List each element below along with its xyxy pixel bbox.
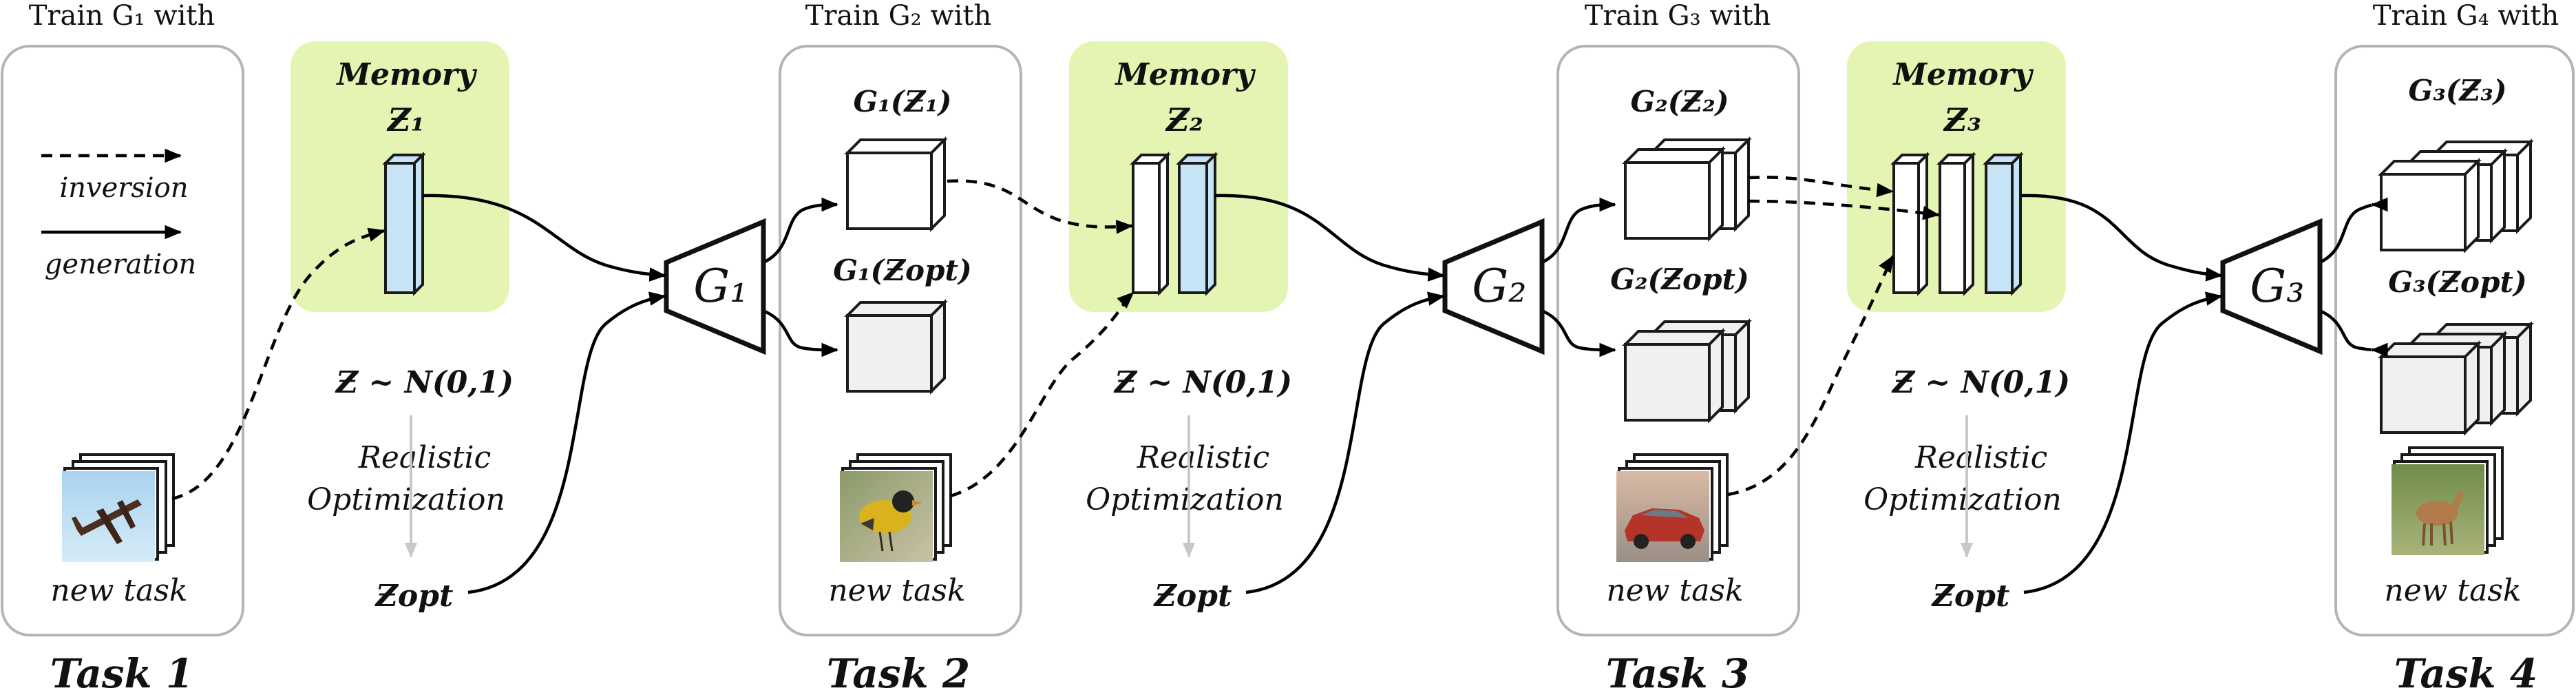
task1-image-stack xyxy=(62,453,175,562)
latent-vector xyxy=(1890,152,1930,296)
task3-output-opt-label: G₂(Ƶopt) xyxy=(1610,262,1749,296)
generated-sample-replay-stack xyxy=(2378,138,2534,253)
task3-image-stack xyxy=(1616,453,1729,562)
inversion-arrow-task3 xyxy=(1727,255,1894,497)
prior-label: Ƶ ~ N(0,1) xyxy=(335,365,514,400)
generation-arrow-memory2 xyxy=(1214,194,1446,282)
generation-arrow-zopt1 xyxy=(467,291,667,594)
latent-vector xyxy=(1983,152,2024,296)
latent-vector xyxy=(1130,152,1171,296)
sampling-1: Ƶ ~ N(0,1) Realistic Optimization Ƶopt xyxy=(307,365,514,614)
task4-output-opt-label: G₃(Ƶopt) xyxy=(2388,265,2526,299)
z-opt-label: Ƶopt xyxy=(1931,579,2010,614)
memory1-symbol: Ƶ₁ xyxy=(386,101,425,138)
inversion-arrow-replay3b xyxy=(1748,199,1941,220)
generator-g1-label: G₁ xyxy=(693,260,748,313)
inversion-arrow-task1 xyxy=(171,227,386,501)
memory2-vectors xyxy=(1130,152,1218,296)
car-image xyxy=(1616,471,1709,562)
task2-header: Train G₂ with xyxy=(805,0,992,32)
task2-output-replay-label: G₁(Ƶ₁) xyxy=(853,85,951,118)
optimization-label-line2: Optimization xyxy=(1086,482,1284,517)
memory1-title: Memory xyxy=(335,57,478,92)
inversion-arrow-task2 xyxy=(950,291,1134,498)
deer-image xyxy=(2392,464,2484,555)
generated-sample-replay xyxy=(844,136,948,232)
task4-output-replay-label: G₃(Ƶ₃) xyxy=(2408,74,2506,107)
generated-sample-optimized xyxy=(844,299,948,395)
optimization-label-line2: Optimization xyxy=(1864,482,2062,517)
inversion-arrow-replay2 xyxy=(947,179,1134,234)
optimization-label-line2: Optimization xyxy=(307,482,505,517)
memory3-vectors xyxy=(1890,152,2024,296)
z-opt-label: Ƶopt xyxy=(374,579,454,614)
task1-new-task-label: new task xyxy=(50,573,187,608)
bird-image xyxy=(840,471,933,562)
task3-output-replay-label: G₂(Ƶ₂) xyxy=(1630,85,1729,118)
generation-arrow-memory1 xyxy=(422,194,667,282)
legend-generation-label: generation xyxy=(45,249,196,280)
latent-vector xyxy=(1176,152,1218,296)
generation-arrow-zopt2 xyxy=(1245,291,1446,594)
legend-inversion-label: inversion xyxy=(59,172,188,204)
optimization-label-line1: Realistic xyxy=(1137,440,1270,475)
task2-output-opt-label: G₁(Ƶopt) xyxy=(833,253,971,287)
generated-sample-optimized-stack xyxy=(1622,318,1752,424)
task3-label: Task 3 xyxy=(1606,650,1750,695)
prior-label: Ƶ ~ N(0,1) xyxy=(1113,365,1292,400)
task4-header: Train G₄ with xyxy=(2373,0,2559,32)
task2-label: Task 2 xyxy=(827,650,971,695)
memory1-vectors xyxy=(382,152,426,296)
memory2-symbol: Ƶ₂ xyxy=(1165,101,1203,138)
generated-sample-optimized-stack xyxy=(2378,321,2534,436)
generator-g3-label: G₃ xyxy=(2250,260,2304,313)
latent-vector xyxy=(382,152,426,296)
task3-new-task-label: new task xyxy=(1606,573,1743,608)
generation-arrow-g1-opt xyxy=(764,309,839,357)
generation-arrow-g1-replay xyxy=(763,197,839,264)
airplane-image xyxy=(62,471,155,562)
task4-new-task-label: new task xyxy=(2384,573,2521,608)
latent-vector xyxy=(1936,152,1976,296)
generation-arrow-memory3 xyxy=(2020,194,2224,282)
task3-header: Train G₃ with xyxy=(1585,0,1771,32)
optimization-label-line1: Realistic xyxy=(358,440,492,475)
inversion-arrow-replay3a xyxy=(1748,176,1894,198)
legend: inversion generation xyxy=(41,148,196,280)
sampling-3: Ƶ ~ N(0,1) Realistic Optimization Ƶopt xyxy=(1864,365,2070,614)
generation-arrow-g2-opt xyxy=(1542,309,1617,357)
generation-arrow-g2-replay xyxy=(1542,197,1617,263)
optimization-label-line1: Realistic xyxy=(1914,440,2048,475)
memory3-title: Memory xyxy=(1892,57,2034,92)
generation-arrow-zopt3 xyxy=(2023,291,2224,594)
memory2-title: Memory xyxy=(1114,57,1256,92)
task2-new-task-label: new task xyxy=(828,573,965,608)
memory3-symbol: Ƶ₃ xyxy=(1943,101,1981,138)
task4-image-stack xyxy=(2392,446,2504,555)
sampling-2: Ƶ ~ N(0,1) Realistic Optimization Ƶopt xyxy=(1086,365,1292,614)
task2-image-stack xyxy=(840,453,952,562)
task1-label: Task 1 xyxy=(50,650,194,695)
generated-sample-replay-stack xyxy=(1622,136,1752,242)
z-opt-label: Ƶopt xyxy=(1153,579,1232,614)
task4-label: Task 4 xyxy=(2394,650,2538,695)
prior-label: Ƶ ~ N(0,1) xyxy=(1891,365,2070,400)
generator-g2-label: G₂ xyxy=(1472,260,1526,313)
task1-header: Train G₁ with xyxy=(29,0,215,32)
